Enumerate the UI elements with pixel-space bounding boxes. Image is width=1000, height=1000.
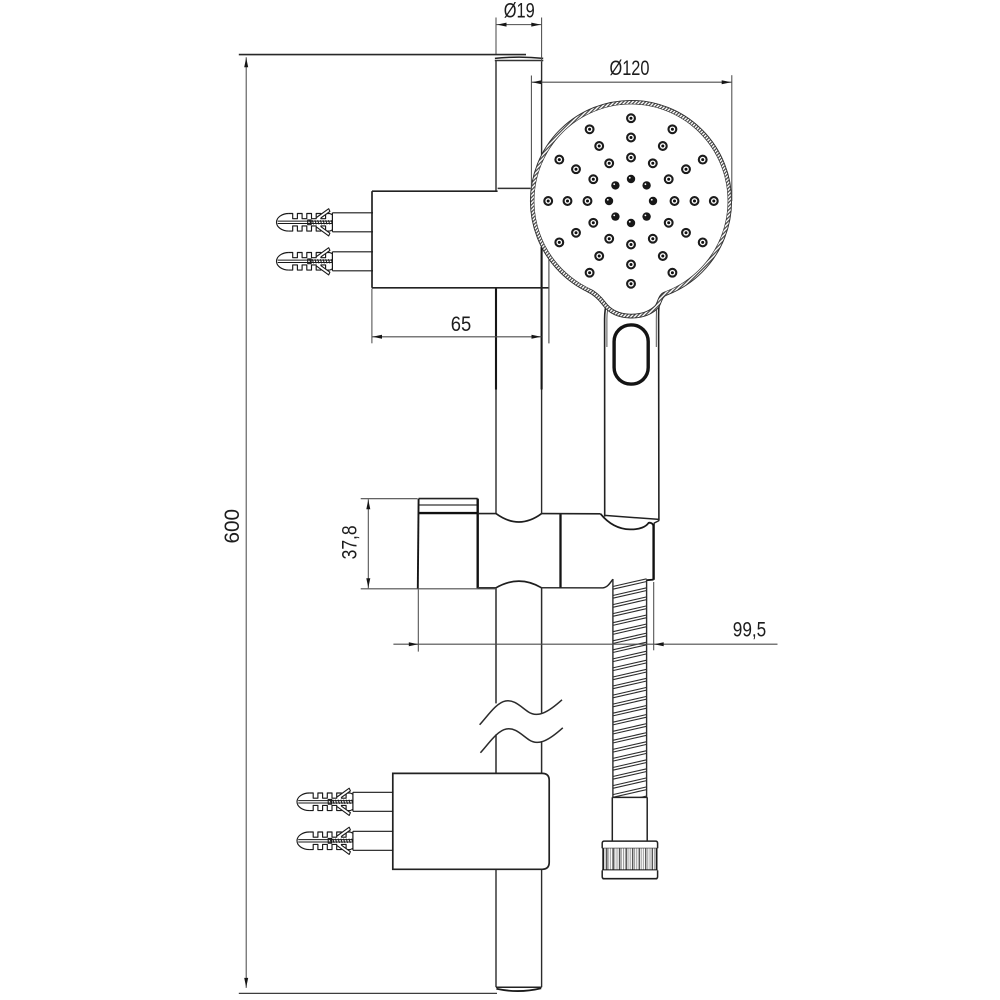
svg-text:37,8: 37,8 [338,525,361,559]
svg-text:600: 600 [221,509,244,544]
svg-text:Ø19: Ø19 [504,0,535,22]
svg-text:Ø120: Ø120 [610,57,650,80]
svg-text:99,5: 99,5 [733,619,767,642]
svg-text:65: 65 [451,313,472,336]
